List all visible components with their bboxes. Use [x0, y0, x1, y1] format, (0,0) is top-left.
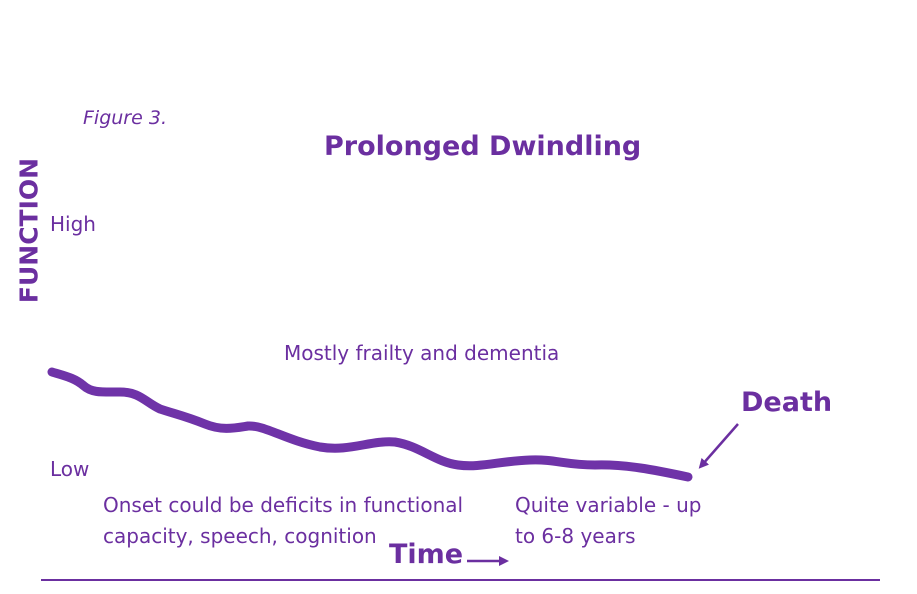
death-arrow [698, 423, 739, 469]
x-axis-label: Time [389, 539, 464, 570]
y-axis-high-label: High [50, 212, 96, 236]
onset-annotation: Onset could be deficits in functional ca… [103, 493, 464, 548]
figure-label: Figure 3. [83, 107, 167, 129]
death-label: Death [741, 387, 833, 418]
function-trajectory-curve [47, 367, 693, 482]
middle-annotation: Mostly frailty and dementia [284, 341, 560, 365]
diagram-title: Prolonged Dwindling [324, 131, 642, 162]
variable-annotation: Quite variable - up to 6-8 years [515, 493, 702, 548]
y-axis-low-label: Low [50, 457, 90, 481]
